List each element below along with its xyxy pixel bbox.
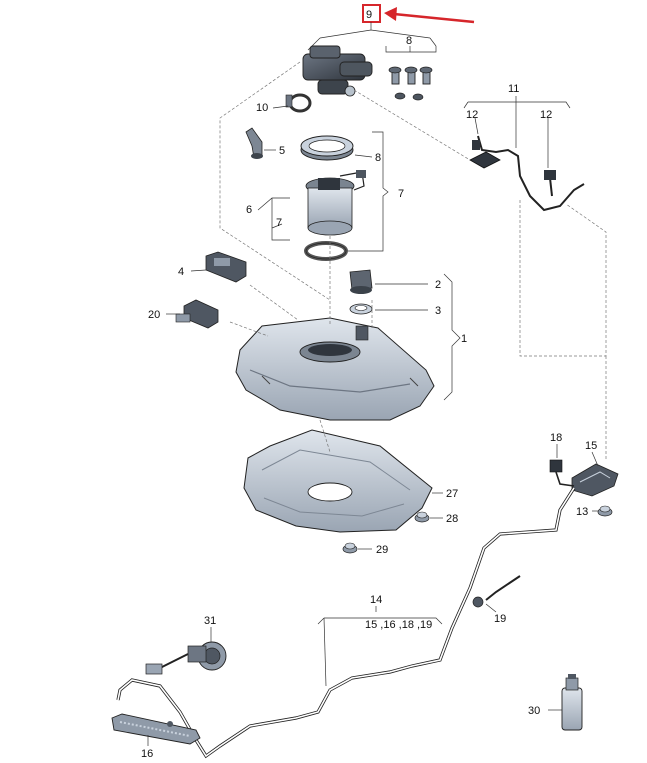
part-10-clamp	[285, 93, 312, 113]
part-5-elbow-connector	[245, 127, 263, 159]
part-11-wiring-harness	[469, 135, 585, 212]
part-16-heat-shield	[111, 713, 201, 745]
highlight-arrow-head-9	[384, 7, 397, 21]
callout-2: 2	[435, 279, 441, 291]
callout-9: 9	[366, 9, 372, 21]
highlight-box-9	[362, 4, 381, 23]
part-29-nut	[342, 542, 358, 554]
part-4-sensor	[205, 251, 247, 283]
part-28-nut	[414, 511, 430, 523]
callout-27: 27	[446, 488, 458, 500]
part-8-lock-ring	[300, 135, 354, 161]
callout-18: 18	[550, 432, 562, 444]
part-18-connector	[549, 459, 575, 487]
callout-3: 3	[435, 305, 441, 317]
callout-31: 31	[204, 615, 216, 627]
callout-11: 11	[508, 83, 519, 95]
part-13-nut	[597, 505, 613, 517]
callout-7-left: 7	[276, 217, 282, 229]
callout-19: 19	[494, 613, 506, 625]
part-19-clip	[472, 575, 521, 608]
callout-12-left: 12	[466, 109, 478, 121]
callout-12-right: 12	[540, 109, 552, 121]
callout-8-top: 8	[406, 35, 412, 47]
callout-13: 13	[576, 506, 588, 518]
callout-7-right: 7	[398, 188, 404, 200]
callout-8-ring: 8	[375, 152, 381, 164]
part-20-sensor	[175, 299, 219, 329]
part-2-cap	[349, 269, 373, 294]
callout-1: 1	[461, 333, 467, 345]
part-7-seal-ring	[304, 241, 348, 261]
callout-10: 10	[256, 102, 268, 114]
callout-4: 4	[178, 266, 184, 278]
callout-28: 28	[446, 513, 458, 525]
callout-20: 20	[148, 309, 160, 321]
part-31-filter-unit	[145, 641, 227, 675]
part-30-fluid-bottle	[561, 674, 583, 731]
highlight-arrow-9	[393, 12, 475, 24]
part-8-bolts	[388, 66, 433, 101]
callout-30: 30	[528, 705, 540, 717]
part-1-fuel-tank	[235, 317, 435, 421]
callout-5: 5	[279, 145, 285, 157]
part-6-fuel-pump-module	[305, 170, 366, 236]
callout-14: 14	[370, 594, 382, 606]
callout-16: 16	[141, 748, 153, 760]
part-27-underbody-shield	[243, 429, 433, 533]
callout-15: 15	[585, 440, 597, 452]
callout-group-14: 15 ,16 ,18 ,19	[365, 619, 432, 631]
part-9-valve-unit	[302, 45, 373, 97]
part-3-ring	[349, 303, 373, 315]
callout-6: 6	[246, 204, 252, 216]
callout-29: 29	[376, 544, 388, 556]
part-14-fuel-line	[116, 487, 576, 759]
part-15-bracket	[571, 463, 619, 497]
